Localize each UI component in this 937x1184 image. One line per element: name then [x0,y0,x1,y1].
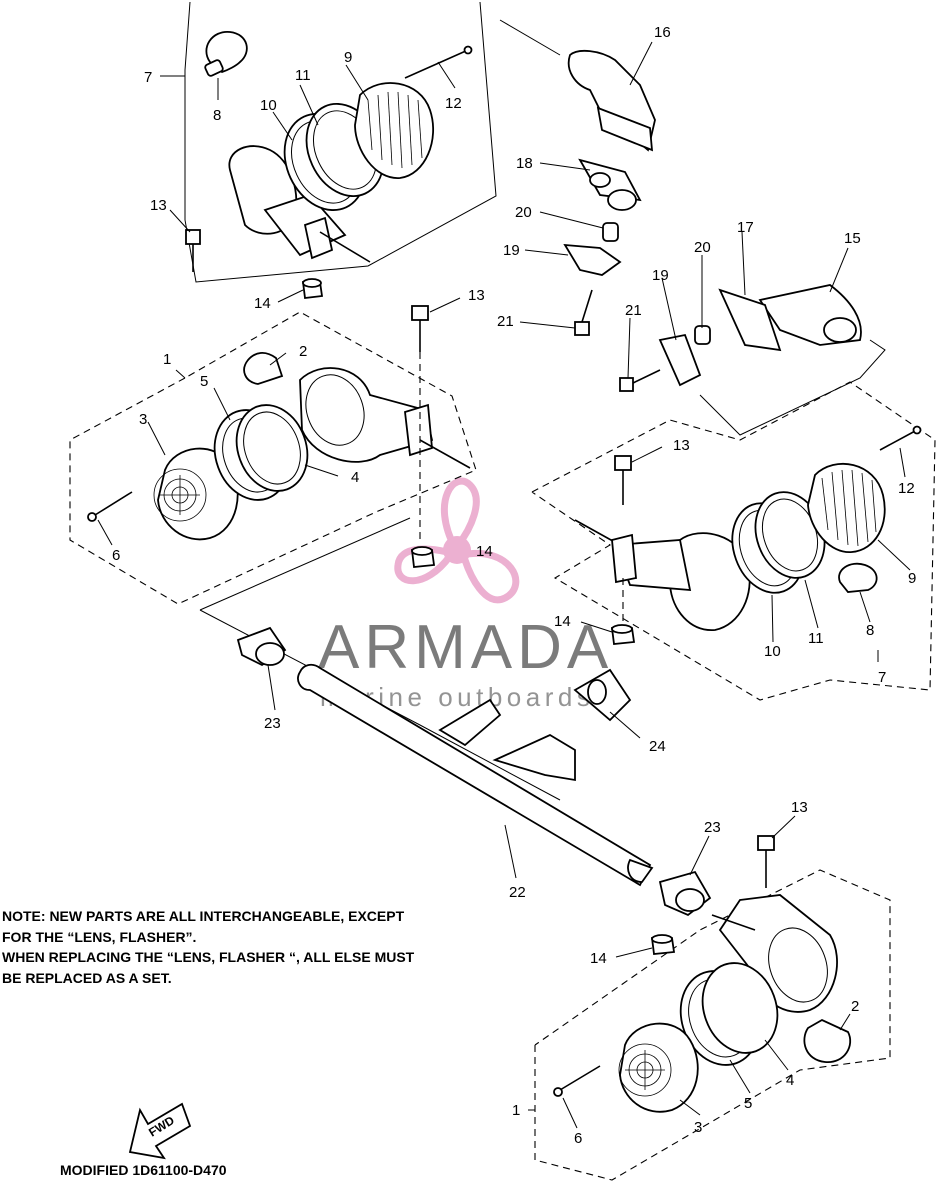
bracket-assembly [499,19,886,436]
fwd-arrow-icon: FWD [128,1102,192,1160]
callout-9-top: 9 [344,49,352,66]
callout-15: 15 [844,230,861,247]
front-left-flasher-assembly [69,305,477,605]
callout-1-bottom: 1 [512,1102,520,1119]
callout-17: 17 [737,219,754,236]
callout-14-right: 14 [554,613,571,630]
note-line-1: NOTE: NEW PARTS ARE ALL INTERCHANGEABLE,… [2,908,405,924]
callout-11-top: 11 [295,67,311,84]
callout-18: 18 [516,155,533,172]
callout-13-right: 13 [673,437,690,454]
callout-14-top: 14 [254,295,271,312]
callout-6-top: 6 [112,547,120,564]
bulb-icon [204,31,248,77]
callout-24: 24 [649,738,666,755]
callout-numbers: 7 8 9 11 10 12 13 14 16 18 20 19 21 15 1… [112,24,916,1147]
callout-20-right: 20 [694,239,711,256]
callout-4-bottom: 4 [786,1072,794,1089]
callout-7-top: 7 [144,69,152,86]
callout-22: 22 [509,884,526,901]
callout-21-left: 21 [497,313,514,330]
callout-20-left: 20 [515,204,532,221]
callout-12-top: 12 [445,95,462,112]
callout-13-bottom: 13 [791,799,808,816]
callout-13-mid: 13 [468,287,485,304]
modified-code: MODIFIED 1D61100-D470 [60,1162,227,1178]
flasher-stay-bar [199,517,654,887]
callout-16: 16 [654,24,671,41]
note-line-3: WHEN REPLACING THE “LENS, FLASHER “, ALL… [2,949,415,965]
callout-1-top: 1 [163,351,171,368]
note-line-2: FOR THE “LENS, FLASHER”. [2,928,197,945]
callout-3-top: 3 [139,411,147,428]
callout-19-right: 19 [652,267,669,284]
callout-2-top: 2 [299,343,307,360]
callout-7-right: 7 [878,669,886,686]
callout-5-top: 5 [200,373,208,390]
watermark-logo [394,477,520,604]
watermark-brand: ARMADA [318,613,614,682]
leader-lines [97,41,911,1129]
callout-10-right: 10 [764,643,781,660]
callout-12-right: 12 [898,480,915,497]
interchangeability-note: NOTE: NEW PARTS ARE ALL INTERCHANGEABLE,… [2,906,522,988]
callout-21-right: 21 [625,302,642,319]
callout-11-right: 11 [808,630,824,647]
callout-5-bottom: 5 [744,1095,752,1112]
front-right-flasher-assembly [528,835,891,1181]
callout-23-left: 23 [264,715,281,732]
callout-8-top: 8 [213,107,221,124]
callout-6-bottom: 6 [574,1130,582,1147]
callout-14-bottom: 14 [590,950,607,967]
callout-4-top: 4 [351,469,359,486]
callout-14-mid: 14 [476,543,493,560]
top-left-rear-flasher-assembly [160,1,497,299]
callout-23-bottom: 23 [704,819,721,836]
callout-3-bottom: 3 [694,1119,702,1136]
callout-8-right: 8 [866,622,874,639]
callout-13-top: 13 [150,197,167,214]
callout-9-right: 9 [908,570,916,587]
callout-19-left: 19 [503,242,520,259]
rear-right-flasher-assembly [531,381,936,701]
callout-2-bottom: 2 [851,998,859,1015]
note-line-4: BE REPLACED AS A SET. [2,969,172,986]
callout-10-top: 10 [260,97,277,114]
